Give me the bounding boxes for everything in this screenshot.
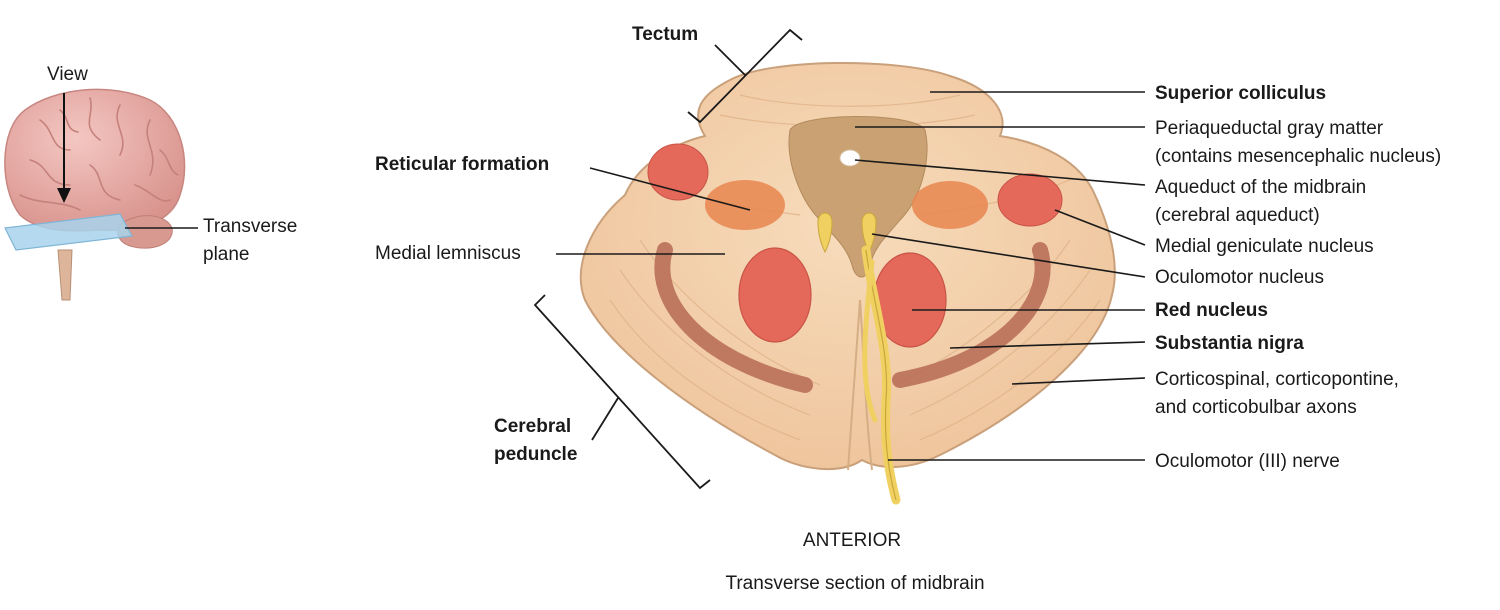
substantia-nigra-left	[654, 242, 813, 393]
leader-corticospinal	[1011, 377, 1146, 385]
figure-caption: Transverse section of midbrain	[725, 573, 985, 594]
reticular-formation-left	[705, 180, 785, 230]
superior-colliculus-label: Superior colliculus	[1155, 83, 1327, 104]
medial-geniculate-label: Medial geniculate nucleus	[1155, 236, 1374, 257]
medial-geniculate-right	[997, 173, 1063, 227]
transverse-plane-shape	[4, 213, 133, 251]
cerebral-aqueduct-shape	[839, 149, 861, 167]
tectum-bracket-leader	[714, 44, 746, 76]
transverse-plane-label-line1: Transverse	[203, 216, 298, 237]
brain-inset	[4, 88, 198, 301]
aqueduct-label-line2: (cerebral aqueduct)	[1155, 205, 1320, 226]
view-label: View	[47, 64, 88, 85]
substantia-nigra-label: Substantia nigra	[1155, 333, 1304, 354]
peduncle-bracket-leader	[591, 397, 619, 441]
medial-geniculate-left	[647, 143, 709, 201]
leader-substantia-nigra	[949, 341, 1146, 349]
tectum-label: Tectum	[632, 24, 699, 45]
transverse-plane-label-line2: plane	[203, 244, 250, 265]
midbrain-outline	[579, 62, 1116, 471]
anterior-label: ANTERIOR	[802, 530, 902, 551]
leader-reticular-formation	[589, 167, 751, 211]
view-arrow-head	[57, 188, 71, 203]
oculomotor-nerve-branch	[862, 259, 878, 423]
oculomotor-nucleus-right	[861, 212, 877, 254]
cerebral-peduncle-bracket	[533, 294, 711, 490]
substantia-nigra-right	[892, 242, 1051, 388]
oculomotor-nerve-label: Oculomotor (III) nerve	[1155, 451, 1340, 472]
brainstem-stalk	[57, 249, 73, 301]
leader-oculomotor-nucleus	[871, 233, 1146, 278]
periaqueductal-label-line1: Periaqueductal gray matter	[1155, 118, 1384, 139]
tectum-bracket	[687, 28, 803, 124]
cerebral-peduncle-label-line1: Cerebral	[494, 416, 572, 437]
leader-medial-geniculate	[1054, 209, 1146, 246]
aqueduct-label-line1: Aqueduct of the midbrain	[1155, 177, 1367, 198]
brackets	[533, 28, 803, 490]
corticospinal-label-line2: and corticobulbar axons	[1155, 397, 1357, 418]
reticular-formation-right	[912, 181, 988, 229]
cerebral-peduncle-label-line2: peduncle	[494, 444, 578, 465]
oculomotor-nucleus-label: Oculomotor nucleus	[1155, 267, 1324, 288]
red-nucleus-label: Red nucleus	[1155, 300, 1268, 321]
periaqueductal-label-line2: (contains mesencephalic nucleus)	[1155, 146, 1442, 167]
midbrain-section	[579, 62, 1116, 505]
reticular-formation-label: Reticular formation	[375, 154, 550, 175]
medial-lemniscus-label: Medial lemniscus	[375, 243, 521, 264]
oculomotor-nucleus-left	[817, 212, 833, 254]
anterior-notch	[847, 299, 873, 471]
corticospinal-label-line1: Corticospinal, corticopontine,	[1155, 369, 1399, 390]
leader-aqueduct	[854, 159, 1146, 186]
red-nucleus-left	[738, 247, 812, 343]
leader-lines	[556, 91, 1146, 461]
